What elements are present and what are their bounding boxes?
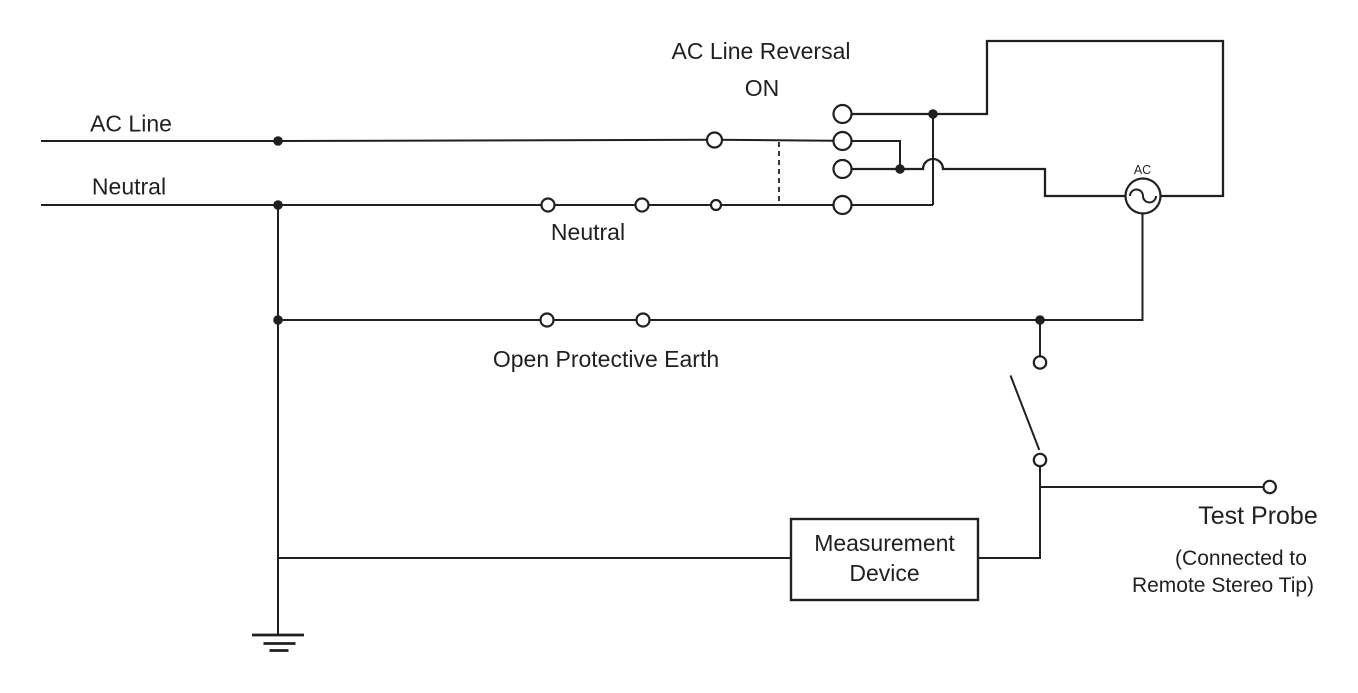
neutral-switch-contact-1	[540, 197, 556, 213]
junction-dot	[273, 200, 283, 210]
probe-switch-blade	[1009, 375, 1041, 451]
neutral-switch-label: Neutral	[551, 219, 625, 245]
test-probe-note-line2: Remote Stereo Tip)	[1132, 574, 1314, 597]
earth-switch-contact-2	[635, 312, 651, 328]
ac-line-switch-contact	[705, 131, 724, 149]
test-probe-terminal	[1262, 479, 1277, 495]
probe-switch-lower-wire	[978, 466, 1041, 559]
earth-switch-contact-1	[539, 312, 555, 328]
junction-dot	[1035, 315, 1045, 325]
junction-dot	[928, 109, 938, 119]
junction-dot	[273, 136, 283, 146]
protective-earth-wire	[278, 213, 1144, 321]
reversal-title-label: AC Line Reversal	[672, 38, 851, 64]
test-probe-note-line1: (Connected to	[1175, 547, 1307, 570]
reversal-terminal2-wire	[851, 140, 901, 169]
measurement-device-label-line2: Device	[849, 560, 919, 586]
junction-dot	[895, 164, 905, 174]
junction-dot	[273, 315, 283, 325]
test-probe-label: Test Probe	[1198, 502, 1318, 530]
reversal-terminal-1	[832, 103, 853, 125]
reversal-terminal-2	[832, 130, 853, 152]
neutral-switch-contact-3	[709, 198, 723, 212]
earth-ground-icon	[252, 633, 304, 652]
measurement-device-label-line1: Measurement	[814, 530, 955, 556]
ac-source-label: AC	[1134, 163, 1151, 177]
reversal-terminal-4	[832, 194, 853, 216]
probe-switch-upper-contact	[1032, 355, 1048, 370]
neutral-switch-contact-2	[634, 197, 650, 213]
measurement-device-box	[789, 517, 980, 602]
probe-switch-lower-contact	[1032, 452, 1048, 468]
reversal-terminal-3	[832, 158, 853, 180]
ac-line-wire	[41, 138, 834, 142]
reversal-loop-wire	[851, 39, 1225, 198]
ac-line-label: AC Line	[90, 111, 172, 137]
reversal-state-label: ON	[745, 75, 780, 101]
ac-sine-icon	[1129, 188, 1157, 204]
neutral-input-label: Neutral	[92, 174, 166, 200]
open-protective-earth-label: Open Protective Earth	[493, 346, 719, 372]
